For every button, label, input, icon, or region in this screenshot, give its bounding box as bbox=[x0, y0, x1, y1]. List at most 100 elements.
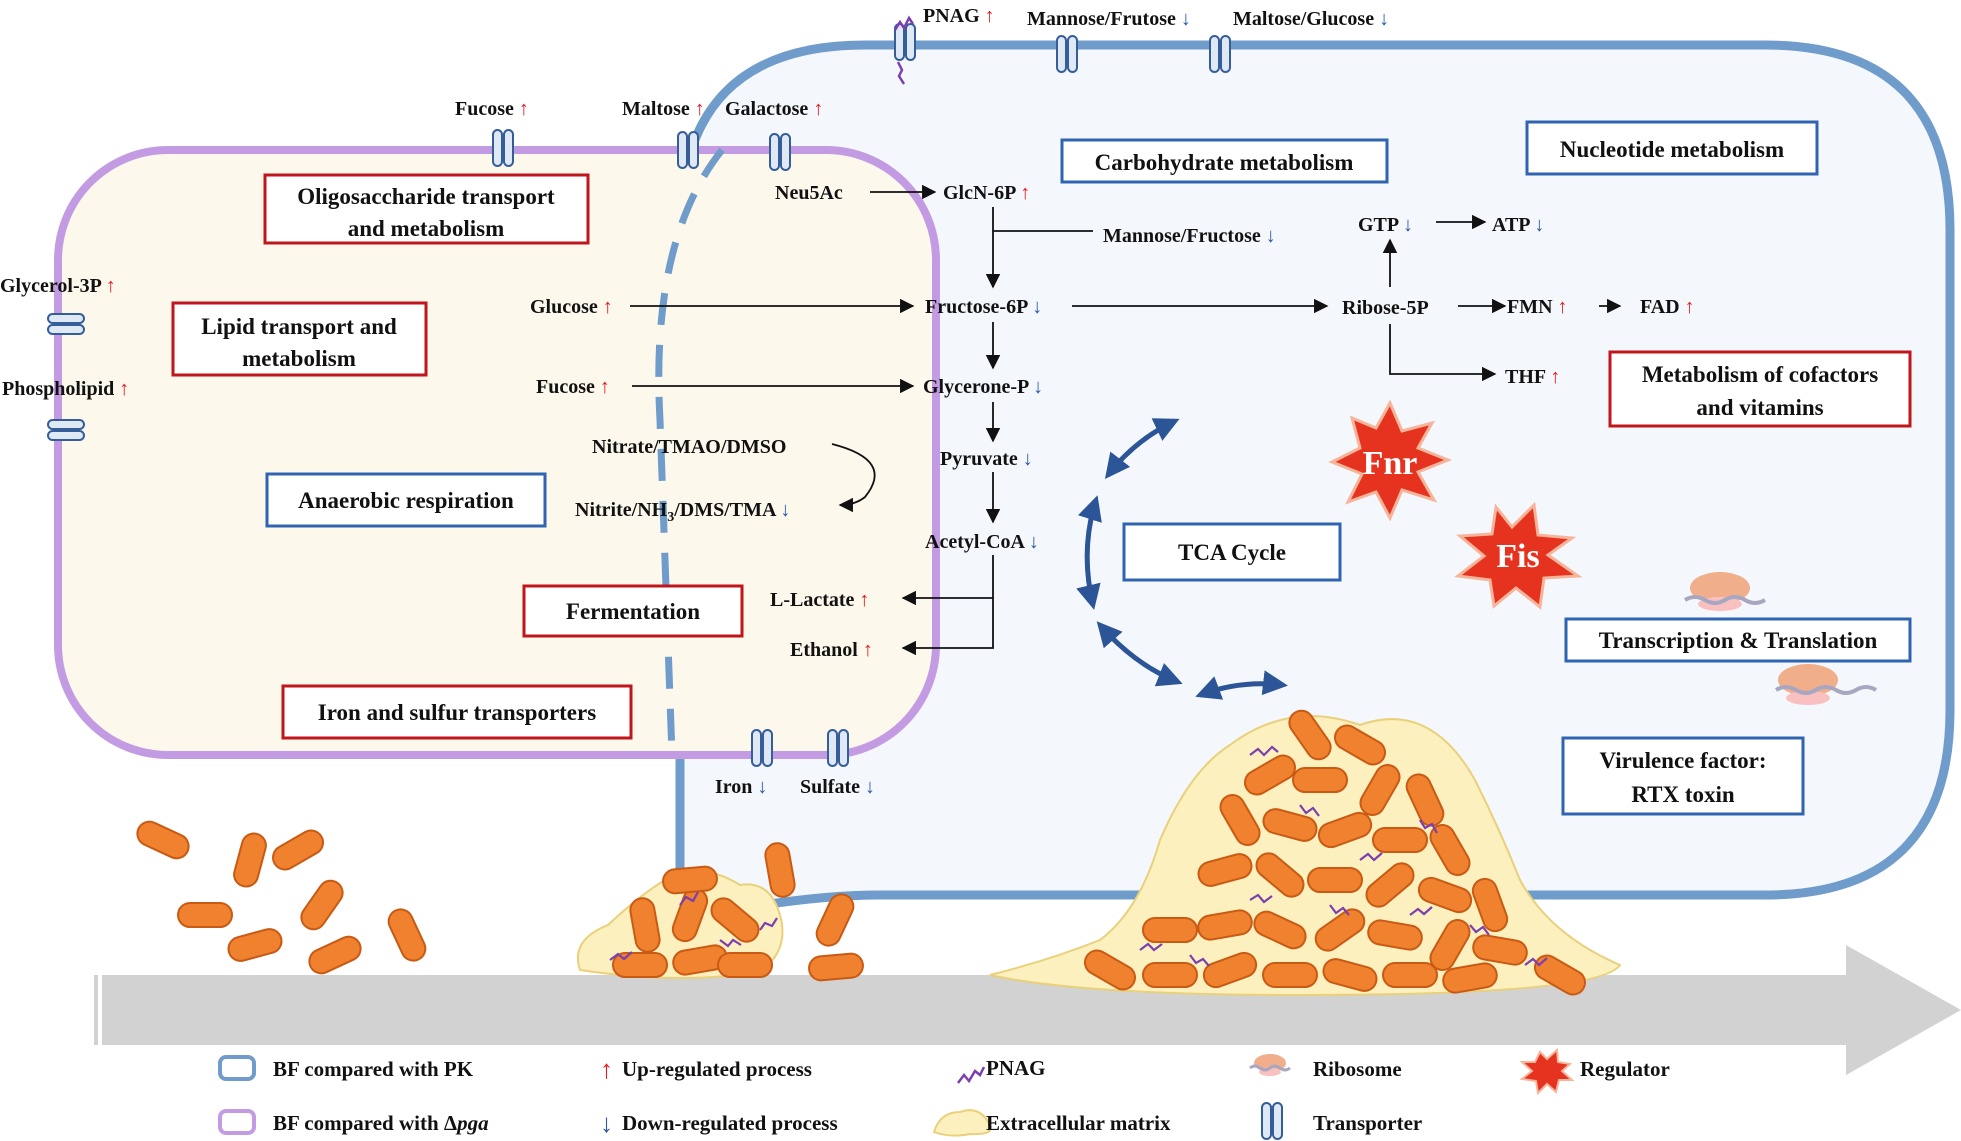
transporter-icon bbox=[47, 313, 85, 335]
svg-text:Fucose ↑: Fucose ↑ bbox=[536, 376, 610, 398]
svg-text:Fermentation: Fermentation bbox=[566, 599, 700, 624]
svg-text:Down-regulated process: Down-regulated process bbox=[622, 1111, 838, 1135]
svg-text:Transcription & Translation: Transcription & Translation bbox=[1599, 628, 1878, 653]
svg-text:Fis: Fis bbox=[1496, 538, 1539, 575]
transporter-icon bbox=[827, 729, 849, 767]
transporter-icon bbox=[769, 133, 791, 171]
category-nucleotide: Nucleotide metabolism bbox=[1525, 120, 1819, 176]
category-lipid: Lipid transport and metabolism bbox=[171, 301, 428, 377]
svg-text:FAD ↑: FAD ↑ bbox=[1640, 296, 1695, 318]
legend-item-bf-pk: BF compared with PK bbox=[218, 1055, 474, 1081]
bf-vs-pk-boundary bbox=[675, 40, 1955, 926]
svg-text:Galactose ↑: Galactose ↑ bbox=[725, 98, 823, 120]
svg-text:Glycerone-P ↓: Glycerone-P ↓ bbox=[923, 376, 1043, 398]
svg-text:THF ↑: THF ↑ bbox=[1505, 366, 1560, 388]
svg-text:metabolism: metabolism bbox=[242, 346, 356, 371]
svg-text:RTX toxin: RTX toxin bbox=[1631, 782, 1735, 807]
legend-item-matrix: Extracellular matrix bbox=[932, 1109, 1171, 1137]
svg-text:Neu5Ac: Neu5Ac bbox=[775, 182, 843, 204]
early-biofilm bbox=[576, 840, 865, 983]
svg-text:and vitamins: and vitamins bbox=[1696, 395, 1823, 420]
transporter-icon bbox=[1209, 35, 1231, 73]
svg-text:Pyruvate ↓: Pyruvate ↓ bbox=[940, 448, 1033, 470]
svg-text:Fucose ↑: Fucose ↑ bbox=[455, 98, 529, 120]
svg-text:Metabolism of cofactors: Metabolism of cofactors bbox=[1642, 362, 1878, 387]
legend-item-up: ↑ Up-regulated process bbox=[600, 1055, 812, 1084]
svg-text:Sulfate ↓: Sulfate ↓ bbox=[800, 776, 875, 798]
svg-text:Phospholipid ↑: Phospholipid ↑ bbox=[2, 378, 129, 400]
svg-text:Nucleotide metabolism: Nucleotide metabolism bbox=[1560, 137, 1784, 162]
svg-text:Fructose-6P ↓: Fructose-6P ↓ bbox=[925, 296, 1042, 318]
mature-biofilm bbox=[989, 705, 1622, 1000]
svg-text:Ribose-5P: Ribose-5P bbox=[1342, 297, 1429, 319]
svg-text:Glucose ↑: Glucose ↑ bbox=[530, 296, 613, 318]
metabolite-labels: Neu5Ac GlcN-6P ↑ Mannose/Fructose ↓ Gluc… bbox=[530, 182, 1695, 661]
svg-text:↓: ↓ bbox=[600, 1109, 613, 1138]
legend-item-bf-pga: BF compared with Δpga bbox=[218, 1109, 489, 1135]
category-fermentation: Fermentation bbox=[522, 584, 744, 638]
svg-text:Extracellular matrix: Extracellular matrix bbox=[986, 1111, 1171, 1135]
svg-text:ATP ↓: ATP ↓ bbox=[1492, 214, 1544, 236]
regulator-fis: Fis bbox=[1454, 501, 1583, 610]
svg-text:PNAG ↑: PNAG ↑ bbox=[923, 5, 995, 27]
svg-text:Mannose/Fructose ↓: Mannose/Fructose ↓ bbox=[1103, 225, 1276, 247]
legend-item-transporter: Transporter bbox=[1261, 1102, 1422, 1140]
transporter-icon bbox=[492, 129, 514, 167]
pathway-edges bbox=[630, 184, 1622, 656]
svg-text:BF compared with PK: BF compared with PK bbox=[273, 1057, 474, 1081]
category-cofactors: Metabolism of cofactors and vitamins bbox=[1608, 350, 1912, 428]
legend-item-regulator: Regulator bbox=[1519, 1047, 1670, 1096]
category-anaerobic: Anaerobic respiration bbox=[265, 472, 547, 528]
svg-text:Anaerobic respiration: Anaerobic respiration bbox=[298, 488, 514, 513]
svg-text:Ethanol ↑: Ethanol ↑ bbox=[790, 639, 873, 661]
category-transcription: Transcription & Translation bbox=[1564, 617, 1912, 663]
legend-item-pnag: PNAG bbox=[957, 1056, 1046, 1084]
svg-text:Nitrate/TMAO/DMSO: Nitrate/TMAO/DMSO bbox=[592, 436, 786, 458]
transporter-icon bbox=[677, 131, 699, 169]
legend: BF compared with PK BF compared with Δpg… bbox=[218, 1047, 1670, 1140]
legend-item-down: ↓ Down-regulated process bbox=[600, 1109, 838, 1138]
svg-text:Maltose ↑: Maltose ↑ bbox=[622, 98, 705, 120]
category-carbohydrate: Carbohydrate metabolism bbox=[1060, 138, 1389, 184]
transporter-icon bbox=[751, 729, 773, 767]
transporter-icon bbox=[894, 23, 916, 61]
svg-text:Fnr: Fnr bbox=[1363, 445, 1418, 482]
legend-item-ribosome: Ribosome bbox=[1249, 1054, 1402, 1081]
svg-text:Up-regulated process: Up-regulated process bbox=[622, 1057, 812, 1081]
ribosome-icon bbox=[1774, 664, 1878, 705]
svg-text:Virulence factor:: Virulence factor: bbox=[1599, 748, 1766, 773]
svg-text:Glycerol-3P ↑: Glycerol-3P ↑ bbox=[0, 275, 116, 297]
planktonic-cells bbox=[132, 816, 431, 979]
svg-text:PNAG: PNAG bbox=[986, 1056, 1046, 1080]
svg-text:Transporter: Transporter bbox=[1313, 1111, 1422, 1135]
svg-text:GlcN-6P ↑: GlcN-6P ↑ bbox=[943, 182, 1030, 204]
svg-text:GTP ↓: GTP ↓ bbox=[1358, 214, 1413, 236]
svg-text:Mannose/Frutose ↓: Mannose/Frutose ↓ bbox=[1027, 8, 1191, 30]
svg-text:TCA Cycle: TCA Cycle bbox=[1178, 540, 1286, 565]
svg-text:Regulator: Regulator bbox=[1580, 1057, 1670, 1081]
transporter-icon bbox=[47, 419, 85, 441]
pk-dashed-boundary bbox=[655, 147, 725, 756]
category-iron-sulfur: Iron and sulfur transporters bbox=[281, 684, 633, 740]
category-tca: TCA Cycle bbox=[1122, 522, 1342, 582]
svg-text:L-Lactate ↑: L-Lactate ↑ bbox=[770, 589, 869, 611]
regulator-fnr: Fnr bbox=[1328, 399, 1453, 522]
svg-text:Nitrite/NH3/DMS/TMA ↓: Nitrite/NH3/DMS/TMA ↓ bbox=[575, 499, 790, 525]
svg-text:Iron ↓: Iron ↓ bbox=[715, 776, 767, 798]
svg-text:BF compared with Δpga: BF compared with Δpga bbox=[273, 1111, 489, 1135]
svg-text:Iron and sulfur transporters: Iron and sulfur transporters bbox=[318, 700, 596, 725]
svg-text:Ribosome: Ribosome bbox=[1313, 1057, 1402, 1081]
category-oligosaccharide: Oligosaccharide transport and metabolism bbox=[263, 173, 590, 245]
svg-text:and metabolism: and metabolism bbox=[348, 216, 505, 241]
svg-text:↑: ↑ bbox=[600, 1055, 613, 1084]
pnag-strand-icon bbox=[893, 15, 915, 85]
svg-text:Acetyl-CoA ↓: Acetyl-CoA ↓ bbox=[925, 531, 1039, 553]
svg-text:Lipid transport and: Lipid transport and bbox=[201, 314, 397, 339]
svg-text:FMN ↑: FMN ↑ bbox=[1507, 296, 1568, 318]
tca-cycle-arrows bbox=[1076, 418, 1288, 700]
category-virulence: Virulence factor: RTX toxin bbox=[1561, 736, 1805, 816]
svg-text:Maltose/Glucose ↓: Maltose/Glucose ↓ bbox=[1233, 8, 1389, 30]
ribosome-icon bbox=[1683, 572, 1767, 611]
membrane-labels: PNAG ↑ Mannose/Frutose ↓ Maltose/Glucose… bbox=[0, 5, 1389, 798]
